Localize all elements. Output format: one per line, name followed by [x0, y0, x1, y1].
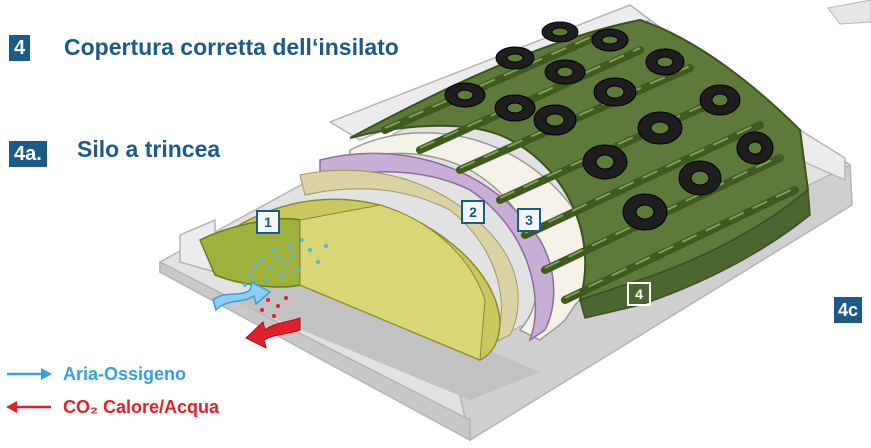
- arrow-left-icon: [6, 401, 51, 413]
- marker-3: 3: [517, 208, 541, 232]
- svg-text:2: 2: [469, 204, 477, 220]
- tire-icon: [494, 94, 536, 122]
- legend-co2-label: CO₂ Calore/Acqua: [63, 397, 220, 417]
- next-section-badge: 4c: [834, 297, 863, 323]
- legend-air-oxygen: Aria-Ossigeno: [5, 363, 186, 385]
- tire-icon: [495, 46, 535, 70]
- tire-icon: [699, 84, 741, 116]
- section-number-badge: 4: [9, 35, 31, 61]
- heat-outflow-arrow: [245, 317, 301, 349]
- tire-icon: [444, 82, 486, 108]
- section-title: Copertura corretta dell‘insilato: [64, 34, 399, 60]
- marker-2: 2: [461, 200, 485, 224]
- tire-icon: [622, 193, 668, 231]
- tire-icon: [645, 48, 685, 76]
- layer-markers: 1 2 3 4: [256, 200, 651, 306]
- tire-icon: [582, 144, 628, 180]
- tire-icon: [544, 59, 586, 85]
- tire-icon: [541, 21, 579, 43]
- air-inflow-arrow: [212, 280, 272, 312]
- tire-icon: [678, 160, 722, 196]
- tire-icon: [736, 131, 774, 165]
- tire-icon: [593, 77, 637, 107]
- subsection-number-badge: 4a.: [9, 141, 47, 167]
- airflow-arrows: [212, 280, 301, 349]
- arrow-right-icon: [7, 368, 52, 380]
- svg-text:1: 1: [264, 214, 272, 230]
- marker-4: 4: [627, 282, 651, 306]
- legend-co2-heat-water: CO₂ Calore/Acqua: [5, 396, 219, 418]
- svg-text:3: 3: [525, 212, 533, 228]
- svg-text:4: 4: [635, 286, 643, 302]
- subsection-title: Silo a trincea: [77, 136, 221, 162]
- tire-icon: [533, 104, 577, 136]
- legend-air-label: Aria-Ossigeno: [63, 364, 187, 384]
- tire-weights: [444, 21, 774, 231]
- tire-icon: [637, 111, 683, 145]
- marker-1: 1: [256, 210, 280, 234]
- tire-icon: [591, 28, 629, 52]
